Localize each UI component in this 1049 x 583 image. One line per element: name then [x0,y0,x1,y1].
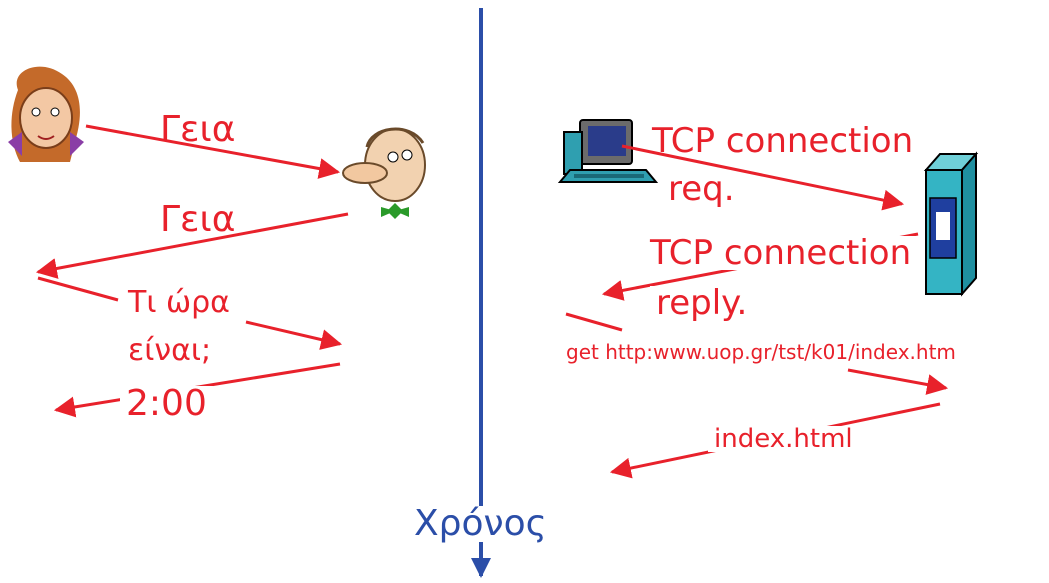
arrow-get-a [565,312,623,332]
arrow-get-b [847,368,949,395]
computer-icon [557,119,659,183]
label-tcp-reply-line1: TCP connection [644,236,918,270]
man-icon [342,127,426,219]
arrow-tcp-req [621,144,905,211]
label-tcp-reply-line2: reply. [650,286,754,320]
label-tcp-req-line2: req. [668,169,735,209]
label-tcp-req-line1: TCP connection [652,121,914,161]
label-what-time-line1: Τι ώρα [122,288,236,318]
arrow-hello-back [35,212,349,279]
label-get-request: get http:www.uop.gr/tst/k01/index.htm [560,342,962,362]
arrow-hello-out [85,124,341,179]
arrow-what-time-b [245,320,343,350]
arrow-what-time-a [37,276,119,302]
woman-icon [8,66,84,162]
label-time-value: 2:00 [120,386,213,422]
server-icon [923,151,979,297]
label-index-response: index.html [708,426,859,452]
time-axis-label: Χρόνος [408,506,553,542]
label-hello-2: Γεια [160,199,236,240]
label-what-time-line2: είναι; [122,336,218,366]
label-hello-1: Γεια [160,109,236,150]
